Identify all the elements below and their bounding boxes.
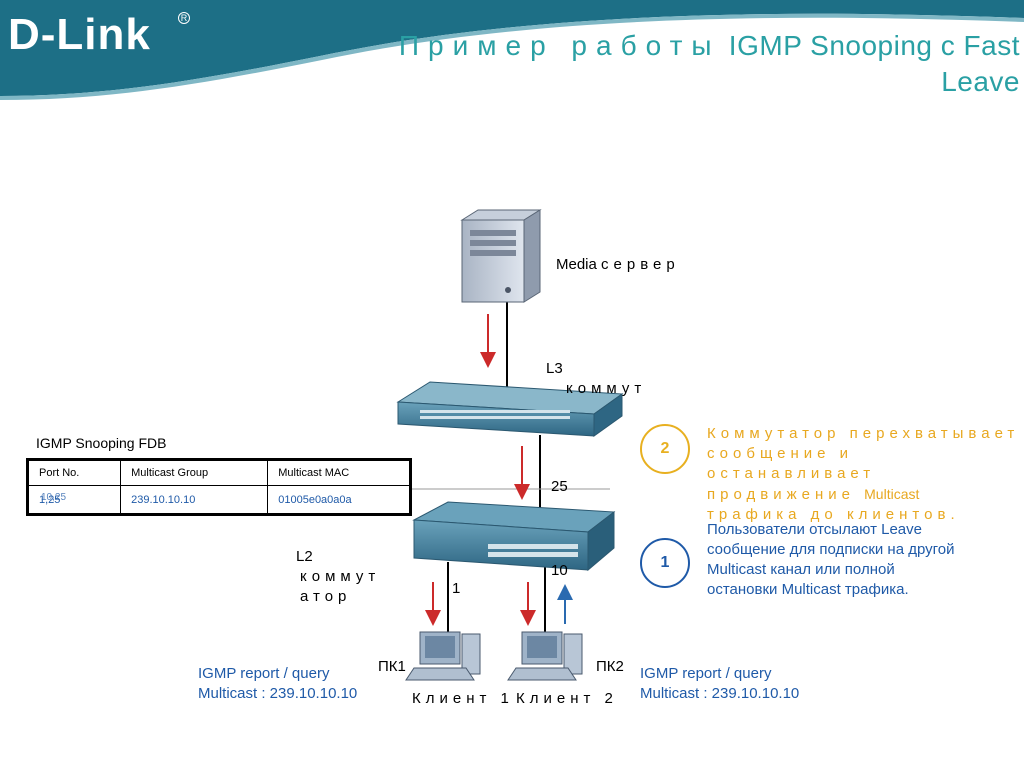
report-right-line2: Multicast : 239.10.10.10 bbox=[640, 685, 800, 702]
port-1-label: 1 bbox=[452, 580, 461, 597]
step-2-tail: трафика до клиентов. bbox=[707, 506, 960, 523]
l3-label-a: L3 bbox=[546, 360, 563, 377]
title-line2: Leave bbox=[941, 66, 1020, 97]
pc2-icon bbox=[507, 631, 583, 681]
fdb-table: Port No. Multicast Group Multicast MAC 1… bbox=[26, 458, 412, 516]
registered-mark: R bbox=[178, 12, 190, 24]
l3-label-b: коммут bbox=[566, 380, 647, 397]
fdb-data-row: 1,25 10,25 239.10.10.10 01005e0a0a0a bbox=[27, 485, 410, 514]
step-2-note: Коммутатор перехватывает сообщение и ост… bbox=[707, 424, 1022, 525]
title-part2: IGMP Snooping с Fast bbox=[720, 30, 1020, 61]
fdb-cell-group: 239.10.10.10 bbox=[120, 485, 269, 514]
step-2-text: Коммутатор перехватывает сообщение и ост… bbox=[707, 425, 1020, 503]
port-10-label: 10 bbox=[551, 562, 568, 579]
pc1-label: ПК1 bbox=[378, 658, 406, 675]
fdb-header-row: Port No. Multicast Group Multicast MAC bbox=[27, 459, 410, 487]
l3-switch-icon bbox=[396, 381, 624, 437]
report-right-line1: IGMP report / query bbox=[640, 665, 772, 682]
step-2-multicast: Multicast bbox=[864, 486, 920, 502]
fdb-port-value: 1,25 bbox=[39, 493, 61, 506]
fdb-header-port: Port No. bbox=[27, 459, 122, 487]
report-left: IGMP report / query Multicast : 239.10.1… bbox=[198, 664, 357, 704]
fdb-cell-mac: 01005e0a0a0a bbox=[267, 485, 410, 514]
report-right: IGMP report / query Multicast : 239.10.1… bbox=[640, 664, 799, 704]
media-label-a: Media bbox=[556, 256, 597, 273]
fdb-title: IGMP Snooping FDB bbox=[36, 435, 167, 451]
title-part1: Пример работы bbox=[398, 30, 721, 61]
l2-switch-icon bbox=[412, 501, 616, 572]
client2-label: Клиент 2 bbox=[516, 690, 618, 707]
slide-title: Пример работы IGMP Snooping с Fast Leave bbox=[330, 28, 1020, 100]
port-25-label: 25 bbox=[551, 478, 568, 495]
step-2-badge: 2 bbox=[640, 424, 690, 474]
l2-label-c: атор bbox=[300, 588, 352, 605]
report-left-line1: IGMP report / query bbox=[198, 665, 330, 682]
pc2-label: ПК2 bbox=[596, 658, 624, 675]
pc1-icon bbox=[405, 631, 481, 681]
step-1-note: Пользователи отсылают Leave сообщение дл… bbox=[707, 521, 955, 598]
l2-label-b: коммут bbox=[300, 568, 381, 585]
report-left-line2: Multicast : 239.10.10.10 bbox=[198, 685, 358, 702]
step-1-badge: 1 bbox=[640, 538, 690, 588]
fdb-cell-port: 1,25 10,25 bbox=[27, 485, 122, 514]
media-label-b: сервер bbox=[601, 256, 680, 273]
client1-label: Клиент 1 bbox=[412, 690, 514, 707]
media-server-label: Media сервер bbox=[556, 256, 680, 273]
l2-label-a: L2 bbox=[296, 548, 313, 565]
fdb-port-overlap: 10,25 bbox=[41, 492, 67, 504]
fdb-header-mac: Multicast MAC bbox=[267, 459, 410, 487]
fdb-header-group: Multicast Group bbox=[120, 459, 269, 487]
dlink-logo: D-Link bbox=[8, 10, 151, 59]
header-band bbox=[0, 0, 1024, 100]
media-server-icon bbox=[460, 209, 542, 303]
